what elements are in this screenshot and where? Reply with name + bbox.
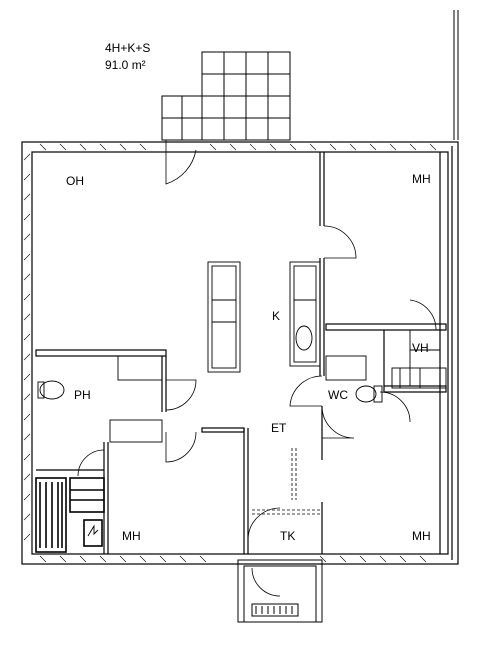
outer-walls [21,141,459,565]
wardrobes [252,448,320,515]
door-swings [77,140,437,597]
room-label-k: K [272,309,281,323]
room-label-oh: OH [66,174,84,188]
entrance-porch [237,559,323,623]
room-label-vh: VH [412,341,429,355]
plan-area: 91.0 m² [105,58,146,72]
interior-walls [35,152,447,554]
plan-layout-code: 4H+K+S [105,41,151,55]
sauna-benches [35,477,105,553]
room-label-tk: TK [280,529,296,543]
room-label-mh-bottom-right: MH [412,529,431,543]
kitchen-fixtures [207,261,321,373]
room-label-et: ET [271,421,287,435]
room-label-mh-bottom-left: MH [122,529,141,543]
storage-vh [409,329,441,387]
room-label-wc: WC [328,388,348,402]
terrace-grid [161,10,459,141]
bathroom-fixtures [37,355,447,443]
room-label-ph: PH [74,388,91,402]
room-label-mh-top-right: MH [412,172,431,186]
wall-hatch [23,143,437,563]
